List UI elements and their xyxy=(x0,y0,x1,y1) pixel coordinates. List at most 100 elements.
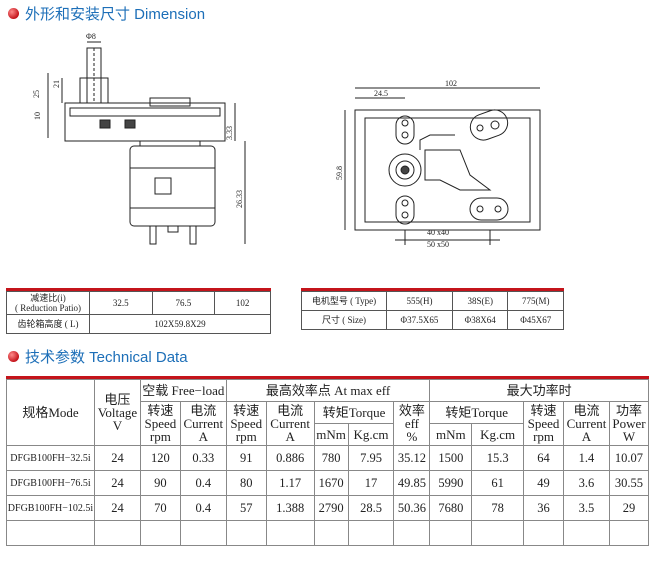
maxeff-header: 最高效率点 At max eff xyxy=(225,379,431,402)
table-cell: 64 xyxy=(523,445,564,471)
empty-cell xyxy=(139,520,181,546)
model-cell: DFGB100FH−76.5i xyxy=(6,470,95,496)
table-cell: 50.36 xyxy=(393,495,431,521)
table-cell: 5990 xyxy=(429,470,473,496)
empty-cell xyxy=(6,520,95,546)
empty-cell xyxy=(313,520,349,546)
motor-size-1: Φ37.5X65 xyxy=(386,310,453,330)
table-cell: 80 xyxy=(225,470,267,496)
table-cell: 15.3 xyxy=(471,445,525,471)
motor-size-label: 尺寸 ( Size) xyxy=(301,310,387,330)
gearbox-height-label: 齿轮箱高度 ( L) xyxy=(6,314,90,334)
dimension-section-title: 外形和安装尺寸 Dimension xyxy=(8,3,205,24)
technical-section-title: 技术参数 Technical Data xyxy=(8,346,188,367)
table-cell: 0.4 xyxy=(179,470,227,496)
model-cell: DFGB100FH−102.5i xyxy=(6,495,95,521)
maxeff-current-header: 电流 Current A xyxy=(265,401,315,446)
dim-21-label: 21 xyxy=(52,80,61,88)
table-cell: 36 xyxy=(523,495,564,521)
table-cell: 0.886 xyxy=(265,445,315,471)
empty-cell xyxy=(471,520,525,546)
motor-type-label: 电机型号 ( Type) xyxy=(301,291,387,311)
table-cell: 3.6 xyxy=(563,470,610,496)
ratio-value-2: 76.5 xyxy=(151,291,216,315)
table-cell: 2790 xyxy=(313,495,349,521)
table-cell: 1.17 xyxy=(265,470,315,496)
motor-size-3: Φ45X67 xyxy=(507,310,564,330)
empty-cell xyxy=(347,520,395,546)
dimension-title-text: 外形和安装尺寸 Dimension xyxy=(25,6,206,23)
dim-10-label: 10 xyxy=(33,112,42,120)
table-cell: 78 xyxy=(471,495,525,521)
table-cell: 49 xyxy=(523,470,564,496)
freeload-current-header: 电流 Current A xyxy=(179,401,227,446)
table-cell: 1.388 xyxy=(265,495,315,521)
empty-cell xyxy=(179,520,227,546)
table-cell: 120 xyxy=(139,445,181,471)
motor-size-2: Φ38X64 xyxy=(451,310,509,330)
empty-cell xyxy=(225,520,267,546)
bullet-icon xyxy=(8,8,19,19)
technical-data-table: 规格Mode 电压 Voltage V 空载 Free−load 最高效率点 A… xyxy=(6,379,650,546)
bullet-icon xyxy=(8,351,19,362)
dim-598-label: 59.8 xyxy=(335,166,344,180)
maxeff-mnm-header: mNm xyxy=(313,423,349,446)
table-cell: 1670 xyxy=(313,470,349,496)
table-cell: 1500 xyxy=(429,445,473,471)
maxpower-header: 最大功率时 xyxy=(429,379,649,402)
model-header: 规格Mode xyxy=(6,379,95,446)
maxeff-torque-header: 转矩Torque xyxy=(313,401,395,424)
motor-type-2: 38S(E) xyxy=(451,291,509,311)
gearbox-height-value: 102X59.8X29 xyxy=(89,314,271,334)
maxeff-speed-header: 转速 Speed rpm xyxy=(225,401,267,446)
empty-row xyxy=(6,520,650,546)
ratio-row-label: 减速比(i) ( Reduction Patio) xyxy=(6,291,90,315)
table-cell: 0.33 xyxy=(179,445,227,471)
technical-title-text: 技术参数 Technical Data xyxy=(25,349,188,366)
table-cell: 30.55 xyxy=(608,470,650,496)
table-cell: 0.4 xyxy=(179,495,227,521)
empty-cell xyxy=(393,520,431,546)
dim-phi-label: Φ8 xyxy=(86,32,96,41)
motor-table-bar xyxy=(301,288,564,291)
table-cell: 3.5 xyxy=(563,495,610,521)
table-cell: 7.95 xyxy=(347,445,395,471)
motor-type-1: 555(H) xyxy=(386,291,453,311)
table-cell: 24 xyxy=(93,445,141,471)
table-cell: 61 xyxy=(471,470,525,496)
maxpower-kgcm-header: Kg.cm xyxy=(471,423,525,446)
empty-cell xyxy=(523,520,564,546)
table-cell: 780 xyxy=(313,445,349,471)
table-cell: 29 xyxy=(608,495,650,521)
freeload-header: 空载 Free−load xyxy=(139,379,227,402)
top-view-drawing: 102 24.5 59.8 40 x40 50 x50 xyxy=(335,80,541,249)
model-cell: DFGB100FH−32.5i xyxy=(6,445,95,471)
empty-cell xyxy=(265,520,315,546)
empty-cell xyxy=(429,520,473,546)
ratio-table: 减速比(i) ( Reduction Patio) 32.5 76.5 102 … xyxy=(6,291,271,334)
maxpower-current-header: 电流 Current A xyxy=(563,401,610,446)
power-header: 功率 Power W xyxy=(608,401,650,446)
maxpower-torque-header: 转矩Torque xyxy=(429,401,525,424)
motor-table: 电机型号 ( Type) 555(H) 38S(E) 775(M) 尺寸 ( S… xyxy=(301,291,564,330)
maxpower-speed-header: 转速 Speed rpm xyxy=(523,401,564,446)
empty-cell xyxy=(563,520,610,546)
table-cell: 28.5 xyxy=(347,495,395,521)
side-view-drawing: Φ8 25 21 10 3.33 26.33 xyxy=(32,32,246,245)
dim-333-label: 3.33 xyxy=(225,126,234,140)
voltage-header: 电压 Voltage V xyxy=(93,379,141,446)
table-cell: 7680 xyxy=(429,495,473,521)
motor-type-3: 775(M) xyxy=(507,291,564,311)
dim-102-label: 102 xyxy=(445,80,457,88)
ratio-value-1: 32.5 xyxy=(89,291,153,315)
dim-40-label: 40 x40 xyxy=(427,228,449,237)
efficiency-header: 效率 eff % xyxy=(393,401,431,446)
table-cell: 35.12 xyxy=(393,445,431,471)
empty-cell xyxy=(93,520,141,546)
ratio-value-3: 102 xyxy=(214,291,271,315)
table-cell: 49.85 xyxy=(393,470,431,496)
table-cell: 57 xyxy=(225,495,267,521)
